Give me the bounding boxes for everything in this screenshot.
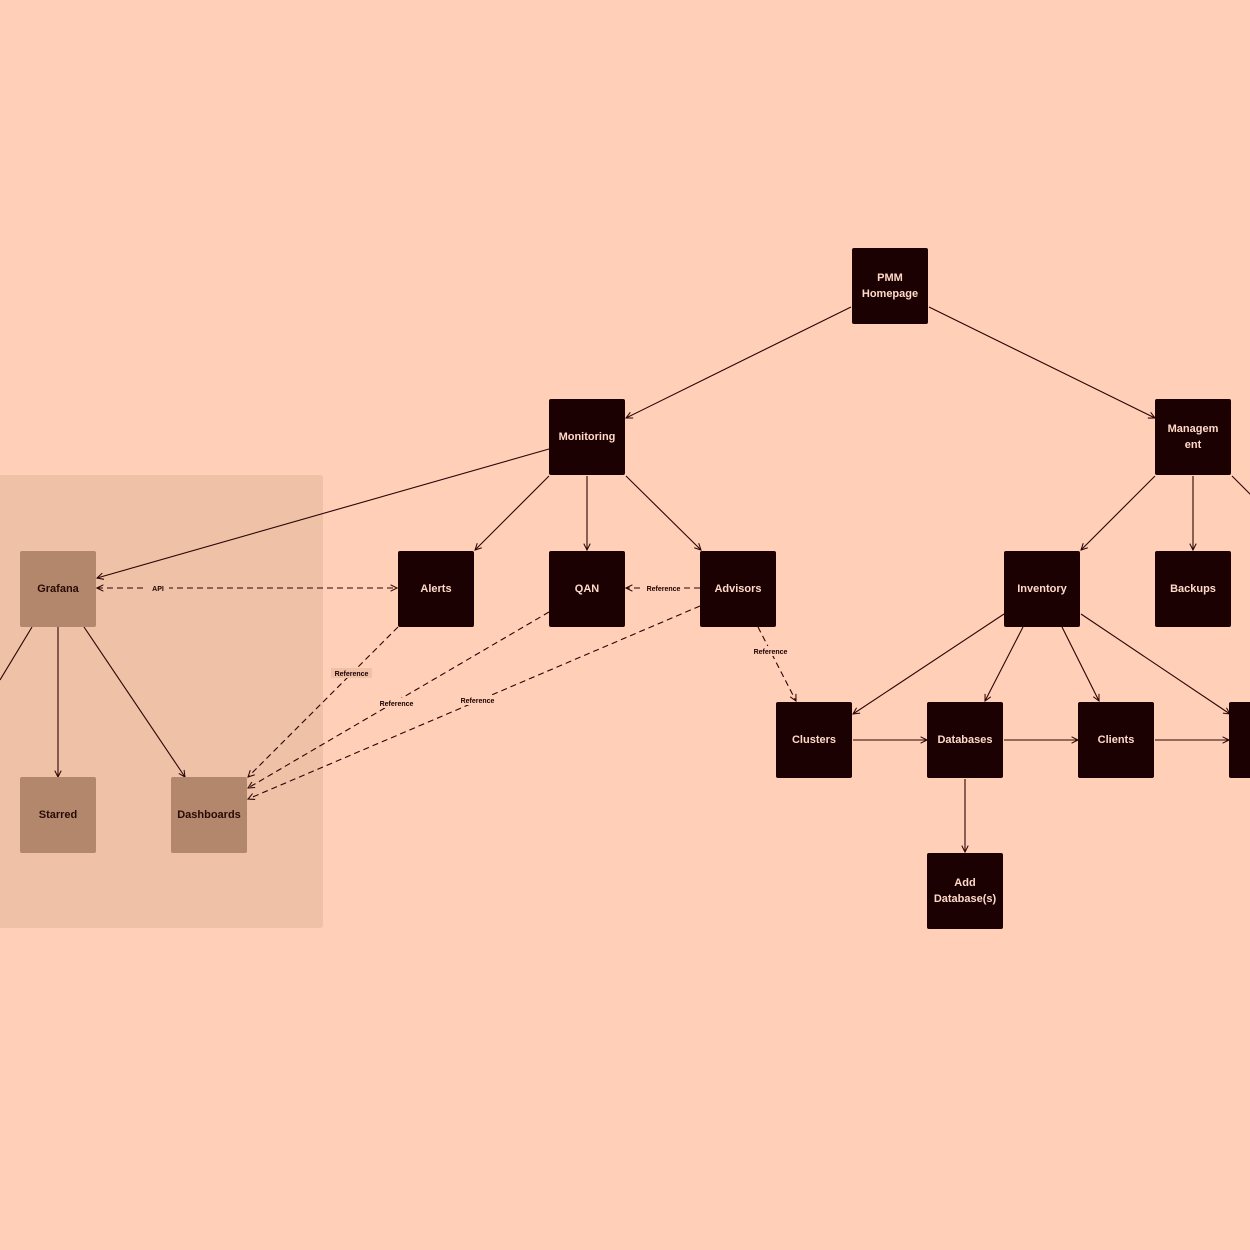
node-databases[interactable]: Databases	[927, 702, 1003, 778]
edge-pmm-management	[928, 306, 1155, 418]
edge-monitoring-grafana	[97, 448, 550, 578]
edge-monitoring-advisors	[625, 475, 701, 550]
edge-grafana-offscreen	[0, 626, 33, 681]
edge-monitoring-alerts	[475, 475, 550, 550]
node-inventory[interactable]: Inventory	[1004, 551, 1080, 627]
node-dashboards[interactable]: Dashboards	[171, 777, 247, 853]
edge-inventory-offscreen	[1080, 613, 1230, 714]
edge-grafana-dashboards	[83, 626, 185, 777]
edge-label-reference: Reference	[647, 586, 681, 593]
edge-label-advisors-dashboards-group: Reference	[457, 695, 498, 705]
edge-inventory-clients	[1061, 626, 1099, 701]
node-advisors[interactable]: Advisors	[700, 551, 776, 627]
node-management[interactable]: Managem ent	[1155, 399, 1231, 475]
edge-label-advisors-clusters-group: Reference	[750, 646, 791, 656]
edge-label-api-group: API	[147, 583, 169, 593]
node-grafana[interactable]: Grafana	[20, 551, 96, 627]
edge-label-alerts-dashboards-group: Reference	[331, 668, 372, 678]
edge-advisors-clusters-reference	[757, 626, 796, 701]
edge-pmm-monitoring	[626, 306, 852, 418]
node-clusters[interactable]: Clusters	[776, 702, 852, 778]
edge-label-reference: Reference	[335, 671, 369, 678]
node-offscreen-partial[interactable]	[1229, 702, 1250, 778]
node-starred[interactable]: Starred	[20, 777, 96, 853]
edge-management-inventory	[1081, 475, 1156, 550]
edge-label-reference: Reference	[461, 698, 495, 705]
edge-alerts-dashboards-reference	[248, 626, 399, 777]
edge-label-reference: Reference	[380, 701, 414, 708]
node-qan[interactable]: QAN	[549, 551, 625, 627]
edge-inventory-clusters	[853, 613, 1005, 714]
node-monitoring[interactable]: Monitoring	[549, 399, 625, 475]
node-pmm-homepage[interactable]: PMM Homepage	[852, 248, 928, 324]
node-add-databases[interactable]: Add Database(s)	[927, 853, 1003, 929]
node-alerts[interactable]: Alerts	[398, 551, 474, 627]
edge-management-offscreen	[1231, 475, 1250, 495]
edge-label-qan-dashboards-group: Reference	[376, 698, 417, 708]
edge-inventory-databases	[985, 626, 1024, 701]
edge-label-advisors-qan-group: Reference	[643, 583, 684, 593]
node-backups[interactable]: Backups	[1155, 551, 1231, 627]
edge-label-api: API	[152, 586, 164, 593]
edge-label-reference: Reference	[754, 649, 788, 656]
node-clients[interactable]: Clients	[1078, 702, 1154, 778]
